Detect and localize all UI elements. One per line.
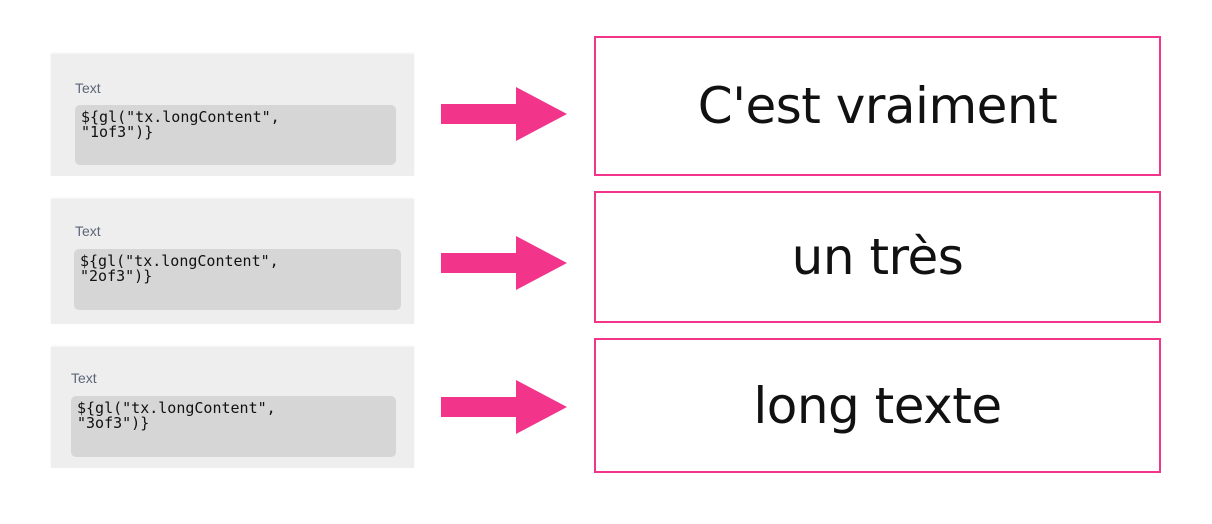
output-box-1: C'est vraiment — [594, 36, 1161, 176]
text-field-label: Text — [71, 370, 97, 386]
arrow-right-icon — [441, 380, 567, 434]
output-box-3: long texte — [594, 338, 1161, 473]
text-field-panel-1: Text ${gl("tx.longContent", "1of3")} — [51, 54, 414, 176]
output-text: C'est vraiment — [697, 77, 1058, 135]
output-box-2: un très — [594, 191, 1161, 323]
text-field-value[interactable]: ${gl("tx.longContent", "2of3")} — [74, 249, 401, 310]
output-text: un très — [791, 228, 964, 286]
text-field-value[interactable]: ${gl("tx.longContent", "1of3")} — [75, 105, 396, 165]
arrow-right-icon — [441, 87, 567, 141]
text-field-panel-2: Text ${gl("tx.longContent", "2of3")} — [51, 199, 414, 324]
text-field-label: Text — [75, 80, 101, 96]
text-field-panel-3: Text ${gl("tx.longContent", "3of3")} — [51, 347, 414, 468]
output-text: long texte — [753, 376, 1002, 435]
arrow-right-icon — [441, 236, 567, 290]
text-field-label: Text — [75, 223, 101, 239]
text-field-value[interactable]: ${gl("tx.longContent", "3of3")} — [71, 396, 396, 457]
